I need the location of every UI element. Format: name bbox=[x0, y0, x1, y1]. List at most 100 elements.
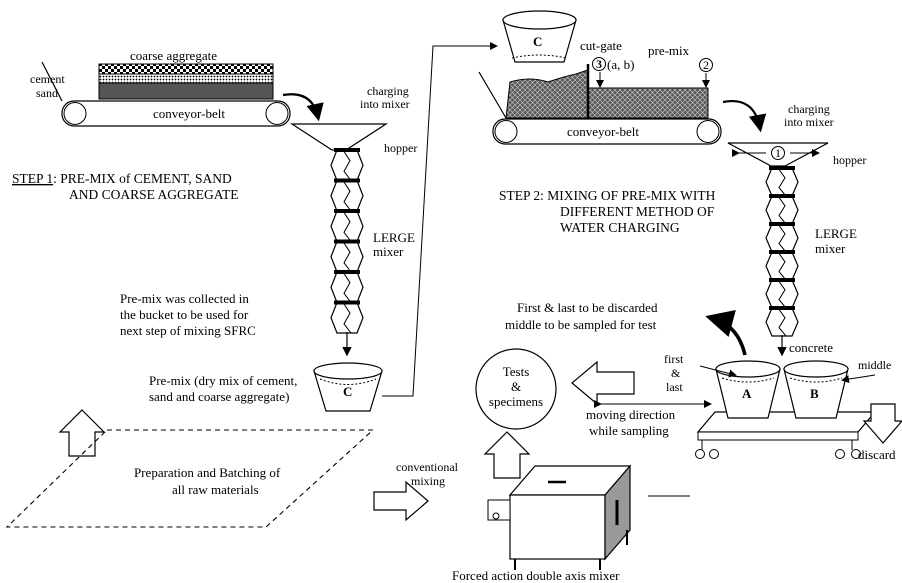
mixer-band bbox=[769, 194, 795, 198]
bucket-c-bottom bbox=[313, 362, 383, 412]
collected-note-2: the bucket to be used for bbox=[120, 307, 249, 322]
discard-arrow bbox=[862, 403, 902, 444]
charging-label-2a: charging bbox=[788, 102, 830, 116]
first-label: first bbox=[664, 352, 684, 366]
charging-arrow-1 bbox=[282, 93, 324, 122]
conveyor-2 bbox=[478, 64, 722, 145]
pre-mix-label: pre-mix bbox=[648, 43, 690, 58]
preparation-label-2: all raw materials bbox=[172, 482, 259, 497]
coarse-aggregate-label: coarse aggregate bbox=[130, 48, 217, 63]
charging-label-1b: into mixer bbox=[360, 97, 410, 111]
step-2-line-3: WATER CHARGING bbox=[560, 220, 680, 235]
conveyor-1 bbox=[41, 61, 291, 127]
collected-note-3: next step of mixing SFRC bbox=[120, 323, 256, 338]
belt-roller bbox=[494, 120, 518, 143]
conventional-arrow bbox=[373, 480, 429, 522]
bucket-c-top bbox=[502, 10, 577, 63]
premix-desc-2: sand and coarse aggregate) bbox=[149, 389, 289, 404]
charging-label-2b: into mixer bbox=[784, 115, 834, 129]
mixer-blade bbox=[342, 149, 352, 181]
belt-roller bbox=[63, 102, 87, 125]
mixer-blade bbox=[777, 279, 787, 309]
hopper-2-label: hopper bbox=[833, 153, 866, 167]
position-3-marker bbox=[592, 57, 606, 71]
mixer-2-label-a: LERGE bbox=[815, 226, 857, 241]
step-1-heading: STEP 1: PRE-MIX of CEMENT, SAND bbox=[12, 171, 232, 186]
moving-label-1: moving direction bbox=[586, 407, 676, 422]
discard-label: discard bbox=[858, 447, 896, 462]
belt-1 bbox=[61, 100, 291, 127]
mixer-blade bbox=[777, 195, 787, 225]
mixer-2-label-b: mixer bbox=[815, 241, 846, 256]
mixer-1-label-b: mixer bbox=[373, 244, 404, 259]
position-2-marker bbox=[699, 58, 713, 72]
bucket-b bbox=[783, 360, 849, 419]
step-1-line-2: AND COARSE AGGREGATE bbox=[69, 187, 239, 202]
mixer-1-label-a: LERGE bbox=[373, 230, 415, 245]
mixer-band bbox=[334, 209, 360, 213]
position-3-suffix: (a, b) bbox=[607, 57, 634, 72]
mixer-band bbox=[334, 148, 360, 152]
discard-note-2: middle to be sampled for test bbox=[505, 317, 657, 332]
belt-roller bbox=[265, 102, 289, 125]
and-label: & bbox=[671, 366, 681, 380]
cement-label: cement bbox=[30, 72, 65, 86]
up-arrow-left bbox=[58, 409, 106, 457]
premix-bed bbox=[587, 87, 709, 119]
mixer-blade bbox=[777, 307, 787, 337]
sand-label: sand bbox=[36, 86, 58, 100]
sand-layer bbox=[98, 73, 274, 84]
first-last-arrow bbox=[699, 365, 737, 378]
tests-label-2: & bbox=[511, 379, 521, 394]
conventional-label-1: conventional bbox=[396, 460, 459, 474]
concrete-label: concrete bbox=[789, 340, 833, 355]
position-1-number: 1 bbox=[775, 146, 781, 160]
conveyor-belt-1-label: conveyor-belt bbox=[153, 106, 225, 121]
mixer-band bbox=[769, 166, 795, 170]
hopper-1-label: hopper bbox=[384, 141, 417, 155]
mixer-blade bbox=[342, 180, 352, 212]
belt-2 bbox=[492, 118, 722, 145]
position-1-marker bbox=[771, 146, 785, 160]
sampling-cart bbox=[695, 411, 877, 459]
bucket-a bbox=[715, 360, 781, 419]
mixer-blade bbox=[777, 251, 787, 281]
mixer-band bbox=[769, 250, 795, 254]
cut-gate-label: cut-gate bbox=[580, 38, 622, 53]
mixer-band bbox=[334, 178, 360, 183]
bucket-a-label: A bbox=[742, 386, 752, 401]
position-3-number: 3 bbox=[596, 57, 602, 71]
mixer-band bbox=[334, 300, 360, 305]
tests-label-1: Tests bbox=[503, 364, 530, 379]
up-arrow-tests bbox=[483, 431, 531, 479]
middle-arrow bbox=[841, 374, 876, 384]
mixer-band bbox=[334, 239, 360, 244]
mixer-band bbox=[769, 278, 795, 282]
mixer-band bbox=[769, 222, 795, 226]
hopper-1 bbox=[289, 123, 389, 151]
belt-roller bbox=[696, 120, 720, 143]
tests-circle bbox=[475, 348, 557, 430]
step-2-line-1: STEP 2: MIXING OF PRE-MIX WITH bbox=[499, 188, 716, 203]
collected-note-1: Pre-mix was collected in bbox=[120, 291, 249, 306]
transfer-line bbox=[382, 42, 498, 397]
premix-desc-1: Pre-mix (dry mix of cement, bbox=[149, 373, 297, 388]
mixer-blade bbox=[342, 241, 352, 273]
last-label: last bbox=[666, 380, 683, 394]
preparation-label-1: Preparation and Batching of bbox=[134, 465, 281, 480]
middle-label: middle bbox=[858, 358, 891, 372]
preparation-area bbox=[5, 429, 375, 528]
left-arrow-tests bbox=[571, 360, 635, 406]
position-2-number: 2 bbox=[703, 58, 709, 72]
lerge-mixer-2 bbox=[765, 166, 799, 337]
conveyor-belt-2-label: conveyor-belt bbox=[567, 124, 639, 139]
premix-pile bbox=[505, 69, 589, 119]
lerge-mixer-1 bbox=[330, 148, 364, 334]
mixer-blade bbox=[342, 210, 352, 242]
moving-label-2: while sampling bbox=[589, 423, 669, 438]
bucket-b-label: B bbox=[810, 386, 819, 401]
mixer-band bbox=[769, 306, 795, 310]
bucket-c-label: C bbox=[343, 384, 352, 399]
step-2-line-2: DIFFERENT METHOD OF bbox=[560, 204, 715, 219]
